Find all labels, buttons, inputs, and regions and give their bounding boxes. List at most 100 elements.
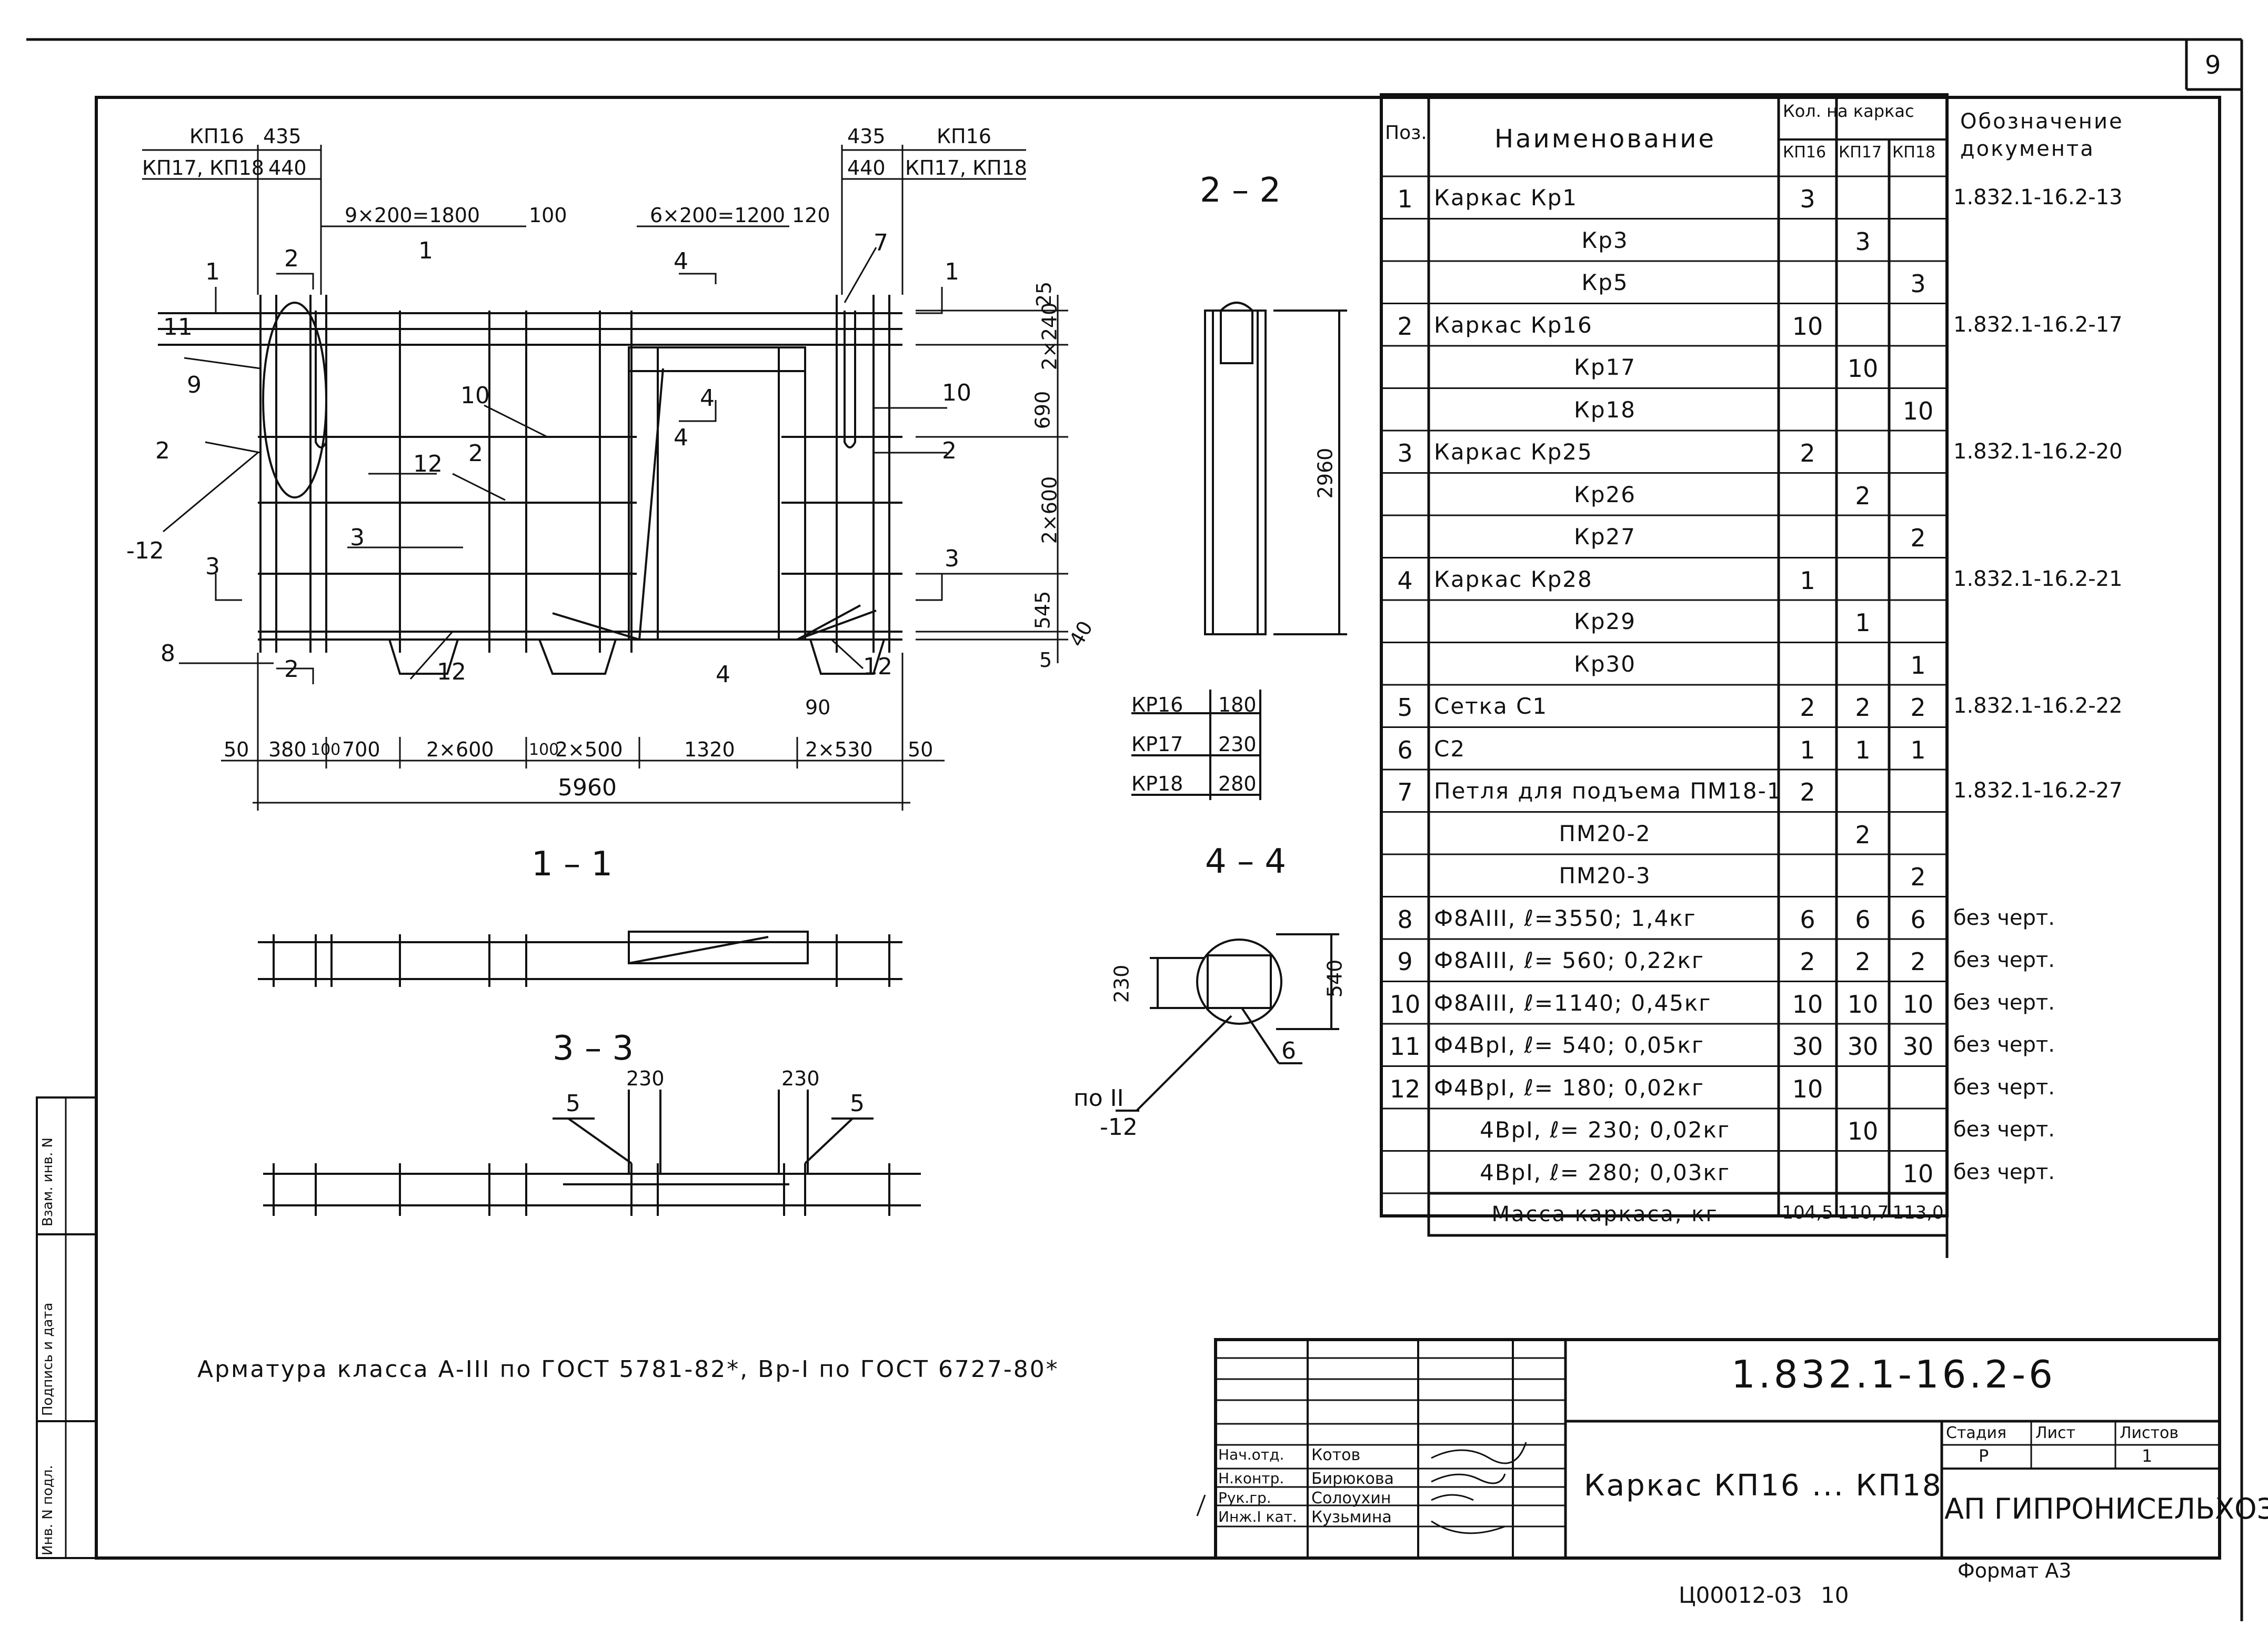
dim-2x500: 2×500 [555,738,623,761]
spec-table-grid [1380,93,1949,1258]
spec-cell-pos: 2 [1397,312,1413,341]
spec-total-name: Масса каркаса, кг [1491,1202,1719,1226]
sheet-value: 1 [2142,1446,2153,1466]
spec-cell-doc: без черт. [1953,1075,2055,1100]
spec-cell-q3: 2 [1910,947,1926,976]
spec-cell-q1: 10 [1792,312,1823,341]
dim-435-right: 435 [847,125,886,148]
spec-cell-q1: 10 [1792,990,1823,1019]
s22-value-3: 280 [1218,772,1257,795]
spec-cell-q2: 3 [1855,227,1871,256]
spec-cell-name: Кр26 [1574,481,1636,507]
spec-cell-name: Петля для подъема ПМ18-1 [1434,778,1782,804]
dim-545: 545 [1031,591,1055,630]
section-2-2-title: 2 – 2 [1200,171,1281,210]
s44-po-ii: по II [1073,1085,1124,1112]
s44-dim-230: 230 [1110,964,1133,1003]
dim-120: 120 [792,204,830,227]
cut-4-top: 4 [674,248,688,275]
s22-value-2: 230 [1218,733,1257,756]
dim-100b: 100 [529,741,559,759]
dim-700: 700 [342,738,380,761]
pos-2c: 2 [942,437,957,464]
dim-span-left: 9×200=1800 [345,204,480,227]
spec-cell-pos: 8 [1397,905,1413,934]
spec-cell-name: Ф8АIII, ℓ= 560; 0,22кг [1434,947,1704,973]
s33-pos-5b: 5 [850,1090,865,1117]
spec-cell-name: Кр30 [1574,651,1636,677]
reinforcement-note: Арматура класса А-III по ГОСТ 5781-82*, … [197,1356,1059,1383]
spec-header-q1: КП16 [1783,143,1827,162]
spec-cell-q3: 2 [1910,524,1926,552]
dim-total-width: 5960 [558,774,617,801]
document-code: 1.832.1-16.2-6 [1731,1352,2056,1396]
signature-name: Солоухин [1311,1489,1391,1508]
pos-4-bottom: 4 [716,661,730,688]
spec-cell-name: ПМ20-2 [1559,820,1651,846]
stage-label: Стадия [1946,1424,2007,1442]
spec-row-lines [1381,175,1949,1237]
signature-role: Нач.отд. [1218,1446,1284,1463]
cut-1-right: 1 [945,258,959,285]
spec-cell-q1: 30 [1792,1032,1823,1061]
s44-pos-6: 6 [1281,1037,1296,1064]
dim-435-left: 435 [263,125,302,148]
spec-cell-q1: 3 [1800,185,1815,213]
spec-cell-doc: без черт. [1953,1160,2055,1184]
format-label: Формат А3 [1958,1559,2072,1582]
spec-cell-name: Ф4ВрI, ℓ= 180; 0,02кг [1434,1074,1704,1101]
spec-cell-q2: 1 [1855,608,1871,637]
side-stamp-replace: Взам. инв. N [40,1137,56,1226]
spec-cell-q3: 10 [1902,396,1934,425]
title-block-lines [1196,1338,2221,1560]
spec-cell-q3: 10 [1902,1159,1934,1188]
spec-cell-q3: 2 [1910,863,1926,891]
spec-cell-pos: 11 [1389,1032,1421,1061]
spec-cell-name: Сетка С1 [1434,693,1548,719]
pos-12a: 12 [413,451,443,477]
label-kp16-top: КП16 [189,125,244,148]
sheet-label: Лист [2035,1424,2076,1442]
s33-pos-5a: 5 [566,1090,580,1117]
spec-cell-q1: 2 [1800,778,1815,806]
signature-role: Н.контр. [1218,1470,1284,1487]
spec-header-name: Наименование [1494,124,1717,154]
signature-role: Инж.I кат. [1218,1508,1297,1525]
dim-440-left: 440 [268,156,307,179]
dim-total-height: 2960 [1313,447,1337,499]
drawing-title: Каркас КП16 ... КП18 [1584,1469,1943,1503]
spec-cell-doc: 1.832.1-16.2-20 [1953,440,2123,464]
dim-2x600: 2×600 [1038,476,1061,544]
spec-cell-doc: 1.832.1-16.2-13 [1953,185,2123,209]
s22-mark-1: КР16 [1131,693,1183,716]
spec-cell-doc: 1.832.1-16.2-22 [1953,694,2123,718]
elevation-lines [158,295,902,675]
dim-span-mid: 6×200=1200 [650,204,786,227]
spec-cell-pos: 4 [1397,566,1413,595]
spec-header-qty: Кол. на каркас [1783,101,1914,121]
section-2-2-lines [1131,302,1347,800]
spec-cell-name: 4ВрI, ℓ= 230; 0,02кг [1480,1117,1730,1143]
pos-11: 11 [163,314,193,341]
dim-2x240: 2×240 [1038,302,1061,371]
spec-cell-name: Ф8АIII, ℓ=3550; 1,4кг [1434,905,1697,931]
spec-total-border [1427,1192,1949,1237]
spec-cell-q3: 3 [1910,269,1926,298]
dim-380: 380 [268,738,307,761]
s22-mark-2: КР17 [1131,733,1183,756]
spec-cell-q2: 2 [1855,820,1871,849]
spec-cell-q1: 2 [1800,439,1815,467]
section-1-1-lines [258,931,902,987]
spec-cell-doc: без черт. [1953,1117,2055,1142]
organization-name: АП ГИПРОНИСЕЛЬХОЗ [1944,1492,2268,1525]
dim-50-right: 50 [908,738,934,761]
spec-cell-name: Ф8АIII, ℓ=1140; 0,45кг [1434,990,1712,1016]
spec-cell-q2: 10 [1847,990,1879,1019]
cut-2-bottom: 2 [284,656,299,683]
label-kp17-18-right: КП17, КП18 [905,156,1027,179]
spec-cell-name: Ф4ВрI, ℓ= 540; 0,05кг [1434,1032,1704,1058]
s22-mark-3: КР18 [1131,772,1183,795]
spec-cell-q3: 6 [1910,905,1926,934]
pos-9: 9 [187,372,202,398]
